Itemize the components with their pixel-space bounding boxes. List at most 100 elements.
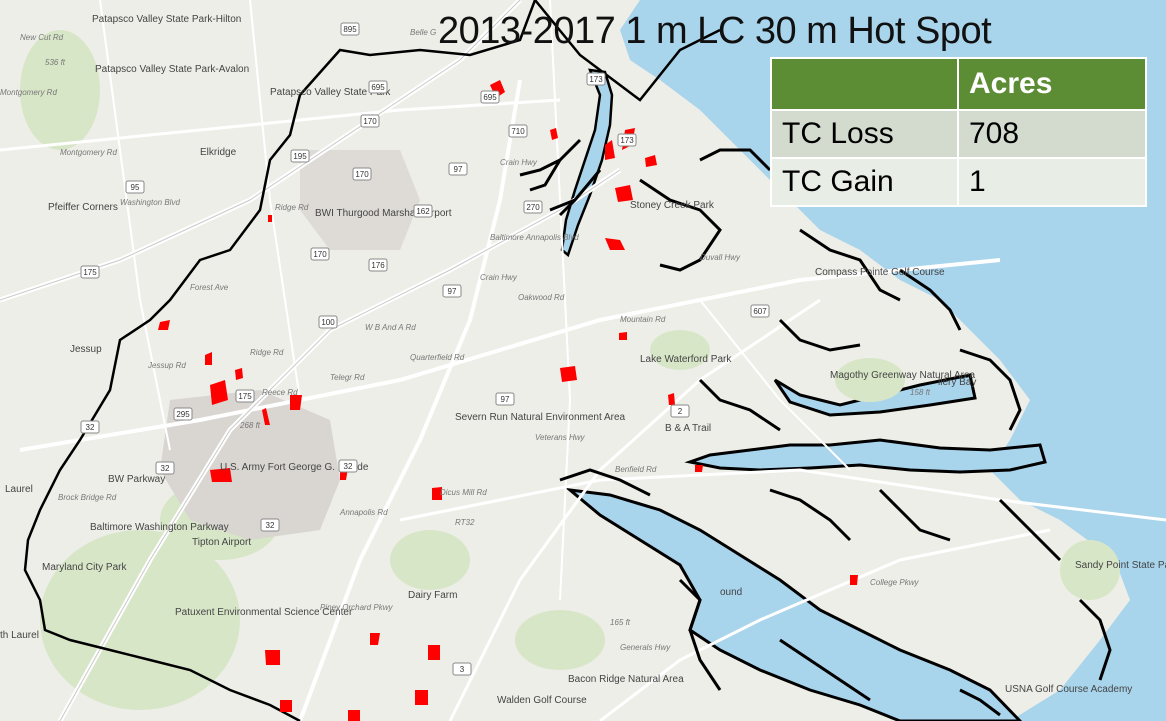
route-shield: 195 xyxy=(290,149,310,163)
svg-text:895: 895 xyxy=(343,25,357,34)
label-bw-parkway: BW Parkway xyxy=(108,474,165,485)
label-south-laurel: th Laurel xyxy=(0,630,39,641)
table-row-value: 708 xyxy=(957,109,1147,159)
route-shield: 170 xyxy=(360,114,380,128)
svg-text:170: 170 xyxy=(363,117,377,126)
svg-text:175: 175 xyxy=(83,268,97,277)
route-shield: 97 xyxy=(495,392,515,406)
label-compass: Compass Pointe Golf Course xyxy=(815,267,945,278)
route-shield: 695 xyxy=(480,90,500,104)
label-elkridge: Elkridge xyxy=(200,147,237,158)
bwi-airport-area xyxy=(300,150,420,250)
label-crain: Crain Hwy xyxy=(500,158,538,167)
label-maryland-city: Maryland City Park xyxy=(42,562,127,573)
label-ridge: Ridge Rd xyxy=(250,348,284,357)
svg-text:32: 32 xyxy=(161,464,170,473)
svg-text:170: 170 xyxy=(355,170,369,179)
label-benfield: Benfield Rd xyxy=(615,465,657,474)
label-dicus: Dicus Mill Rd xyxy=(440,488,487,497)
label-quarterfield: Quarterfield Rd xyxy=(410,353,465,362)
route-shield: 173 xyxy=(617,133,637,147)
fort-meade-area xyxy=(160,390,340,540)
route-shield: 175 xyxy=(80,265,100,279)
label-baltimore-washington: Baltimore Washington Parkway xyxy=(90,522,229,533)
svg-text:173: 173 xyxy=(620,136,634,145)
label-college: College Pkwy xyxy=(870,578,919,587)
label-bwi: BWI Thurgood Marshall Airport xyxy=(315,208,452,219)
label-belle: Belle G xyxy=(410,28,436,37)
svg-text:97: 97 xyxy=(448,287,457,296)
severn-river xyxy=(684,438,1047,474)
label-patapsco-avalon: Patapsco Valley State Park-Avalon xyxy=(95,64,249,75)
route-shield: 162 xyxy=(413,204,433,218)
label-forest: Forest Ave xyxy=(190,283,229,292)
route-shield: 32 xyxy=(80,420,100,434)
label-jessup-rd: Jessup Rd xyxy=(147,361,186,370)
svg-text:32: 32 xyxy=(86,423,95,432)
svg-text:195: 195 xyxy=(293,152,307,161)
label-stoney-creek: Stoney Creek Park xyxy=(630,200,715,211)
route-shield: 175 xyxy=(235,389,255,403)
svg-text:175: 175 xyxy=(238,392,252,401)
svg-text:3: 3 xyxy=(460,665,465,674)
table-row: TC Gain 1 xyxy=(770,157,1147,207)
label-dairy-farm: Dairy Farm xyxy=(408,590,457,601)
route-shield: 295 xyxy=(173,407,193,421)
route-shield: 710 xyxy=(508,124,528,138)
route-shield: 95 xyxy=(125,180,145,194)
svg-text:173: 173 xyxy=(589,75,603,84)
table-header-blank xyxy=(770,57,959,111)
svg-text:695: 695 xyxy=(483,93,497,102)
label-generals: Generals Hwy xyxy=(620,643,671,652)
route-shield: 173 xyxy=(586,72,606,86)
table-row-value: 1 xyxy=(957,157,1147,207)
svg-text:170: 170 xyxy=(313,250,327,259)
highway-lines xyxy=(0,0,621,721)
label-ridge2: Ridge Rd xyxy=(275,203,309,212)
acres-table: Acres TC Loss 708 TC Gain 1 xyxy=(770,57,1147,207)
label-laurel: Laurel xyxy=(5,484,33,495)
shoreline-tributaries xyxy=(519,138,1112,717)
label-patapsco-top: Patapsco Valley State Park xyxy=(270,87,391,98)
label-usna: USNA Golf Course Academy xyxy=(1005,684,1132,695)
label-elev-165: 165 ft xyxy=(610,618,631,627)
table-header-acres: Acres xyxy=(957,57,1147,111)
label-washington-blvd: Washington Blvd xyxy=(120,198,180,207)
label-reece: Reece Rd xyxy=(262,388,298,397)
label-jessup: Jessup xyxy=(70,344,102,355)
route-shield: 2 xyxy=(670,404,690,418)
svg-text:710: 710 xyxy=(511,127,525,136)
label-walden: Walden Golf Course xyxy=(497,695,587,706)
label-annapolis: Annapolis Rd xyxy=(339,508,388,517)
route-shield: 32 xyxy=(260,518,280,532)
svg-text:176: 176 xyxy=(371,261,385,270)
table-row: TC Loss 708 xyxy=(770,109,1147,159)
route-shield: 32 xyxy=(338,459,358,473)
route-shield: 895 xyxy=(340,22,360,36)
label-rt32: RT32 xyxy=(455,518,475,527)
route-shield: 170 xyxy=(352,167,372,181)
svg-text:97: 97 xyxy=(501,395,510,404)
label-telegraph: Telegr Rd xyxy=(330,373,365,382)
route-shield: 97 xyxy=(448,162,468,176)
table-row-label: TC Loss xyxy=(770,109,959,159)
route-shield: 97 xyxy=(442,284,462,298)
label-montgomery-rd: Montgomery Rd xyxy=(60,148,117,157)
label-ritchie: Baltimore Annapolis Blvd xyxy=(490,233,579,242)
label-bacon-ridge: Bacon Ridge Natural Area xyxy=(568,674,684,685)
svg-text:95: 95 xyxy=(131,183,140,192)
svg-text:695: 695 xyxy=(371,83,385,92)
label-mountain: Mountain Rd xyxy=(620,315,666,324)
svg-text:100: 100 xyxy=(321,318,335,327)
label-patapsco-hilton: Patapsco Valley State Park-Hilton xyxy=(92,14,241,25)
label-severn-run: Severn Run Natural Environment Area xyxy=(455,412,626,423)
label-montgomery2: Montgomery Rd xyxy=(0,88,57,97)
label-tipton: Tipton Airport xyxy=(192,537,251,548)
svg-text:32: 32 xyxy=(344,462,353,471)
route-shield: 32 xyxy=(155,461,175,475)
svg-text:607: 607 xyxy=(753,307,767,316)
route-shield: 170 xyxy=(310,247,330,261)
hotspot-patches xyxy=(158,80,858,721)
label-lake-waterford: Lake Waterford Park xyxy=(640,354,732,365)
